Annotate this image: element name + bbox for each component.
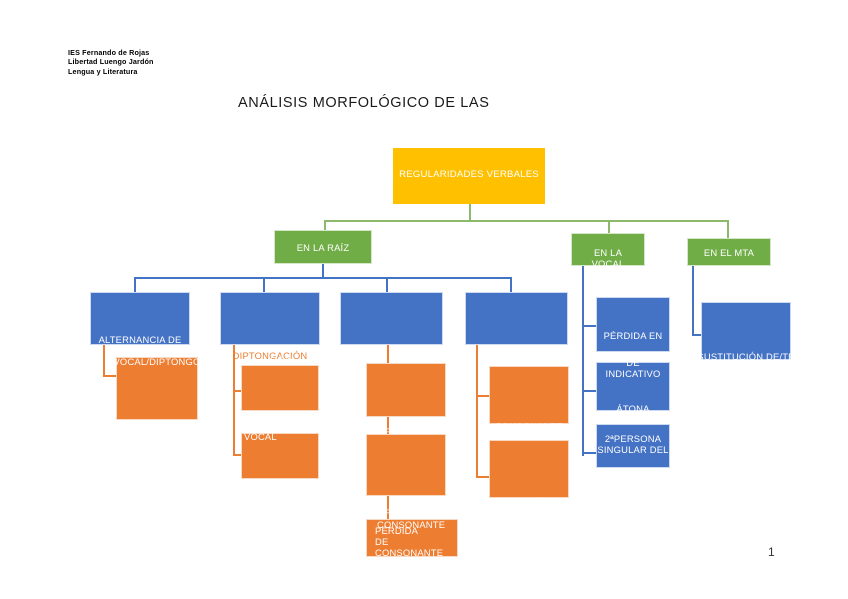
connector-vocal-arm-2: [582, 390, 596, 392]
node-alternancia-de[interactable]: ALTERNANCIA DE: [90, 292, 190, 345]
connector-branch-mta: [727, 220, 729, 240]
node-vocal-diptongo-label: VOCAL/DIPTONGO: [113, 356, 201, 367]
connector-vocal-trunk: [582, 266, 584, 456]
connector-root-stem: [469, 203, 471, 221]
page-title: ANÁLISIS MORFOLÓGICO DE LAS: [238, 95, 490, 111]
node-branch-en-el-mta-label: EN EL MTA: [703, 247, 755, 258]
node-sustitucion-de-te-label: SUSTITUCIÓN DE/TE: [697, 351, 795, 362]
connector-col1-trunk: [103, 345, 105, 377]
connector-raiz-drop-2: [263, 277, 265, 293]
node-diptongacion-label: DIPTONGACIÓN: [232, 350, 308, 361]
node-alternancia-de-label: ALTERNANCIA DE: [98, 334, 182, 345]
node-perdida-en[interactable]: PÉRDIDA EN: [596, 297, 670, 352]
node-branch-en-la-vocal-label: EN LA VOCAL: [591, 247, 625, 269]
connector-vocal-arm-1: [582, 325, 596, 327]
connector-col4-trunk: [476, 345, 478, 478]
node-adicion[interactable]: ADICIÓN: [489, 440, 569, 508]
connector-col2-arm-2: [233, 454, 247, 456]
connector-col2-trunk: [233, 345, 235, 455]
node-branch-en-la-vocal[interactable]: EN LA VOCAL: [571, 233, 645, 269]
node-perdida-en-label: PÉRDIDA EN: [603, 330, 663, 341]
node-por-otra[interactable]: POR OTRA: [366, 434, 446, 518]
node-consonante-a[interactable]: CONSONANTE A: [340, 292, 443, 373]
node-diptongacion[interactable]: DIPTONGACIÓN: [220, 292, 320, 361]
node-consonante-a-child-label: POR OTRA: [371, 426, 422, 437]
node-perdida-de-consonante-label: PÉRDIDA DE CONSONANTE: [375, 525, 444, 558]
node-2a-persona-singular[interactable]: 2ªPERSONA SINGULAR DEL: [596, 424, 670, 468]
connector-branch-vocal: [608, 220, 610, 240]
node-root-label: REGULARIDADES VERBALES: [399, 169, 539, 180]
connector-mta-arm-1: [692, 334, 702, 336]
connector-col4-arm-1: [476, 395, 490, 397]
node-por-otra-label: POR OTRA: [371, 507, 422, 518]
node-sustitucion-child[interactable]: CONSONANTE: [489, 366, 569, 432]
connector-raiz-drop-1: [134, 277, 136, 293]
page-number: 1: [768, 545, 775, 559]
node-root-regularidades[interactable]: REGULARIDADES VERBALES: [393, 148, 545, 204]
node-de-indicativo[interactable]: DE INDICATIVO ÁTONA: [596, 357, 670, 414]
connector-raiz-drop-3: [386, 277, 388, 293]
node-branch-en-el-mta[interactable]: EN EL MTA: [687, 238, 771, 266]
connector-raiz-stem: [322, 264, 324, 278]
node-diptongacion-child-1[interactable]: VOCAL: [241, 354, 319, 411]
node-sustitucion-child-label: CONSONANTE: [494, 421, 564, 432]
node-2a-persona-singular-label: 2ªPERSONA SINGULAR DEL: [597, 433, 669, 455]
connector-mta-trunk: [692, 266, 694, 336]
connector-vocal-arm-3: [582, 452, 596, 454]
node-consonante-a-child[interactable]: POR OTRA: [366, 363, 446, 437]
node-de-indicativo-label: DE INDICATIVO: [605, 357, 661, 379]
connector-level1-bus: [324, 220, 729, 222]
document-header: IES Fernando de Rojas Libertad Luengo Ja…: [68, 48, 154, 76]
node-sustitucion-de-te[interactable]: SUSTITUCIÓN DE/TE: [697, 302, 794, 362]
connector-col4-arm-2: [476, 476, 490, 478]
connector-col2-arm-1: [233, 390, 247, 392]
connector-col1-arm-1: [103, 375, 117, 377]
node-vocal[interactable]: VOCAL: [241, 431, 319, 479]
node-branch-en-la-raiz-label: EN LA RAÍZ: [296, 242, 350, 253]
node-diptongacion-child-1-label: VOCAL: [263, 354, 297, 365]
node-vocal-diptongo[interactable]: VOCAL/DIPTONGO: [113, 356, 200, 420]
connector-raiz-bus: [134, 277, 512, 279]
node-adicion-label: ADICIÓN: [508, 497, 550, 508]
node-vocal-label: VOCAL: [244, 431, 277, 442]
connector-raiz-drop-4: [510, 277, 512, 293]
node-perdida-overlap-label: CONSONANTE: [377, 519, 446, 530]
node-branch-en-la-raiz[interactable]: EN LA RAÍZ: [274, 230, 372, 264]
node-atona-label: ÁTONA: [616, 403, 650, 414]
node-perdida-de-consonante[interactable]: PÉRDIDA DE CONSONANTE CONSONANTE: [366, 519, 458, 558]
node-sustitucion-raiz[interactable]: SUSTITUCIÓN: [465, 292, 568, 416]
